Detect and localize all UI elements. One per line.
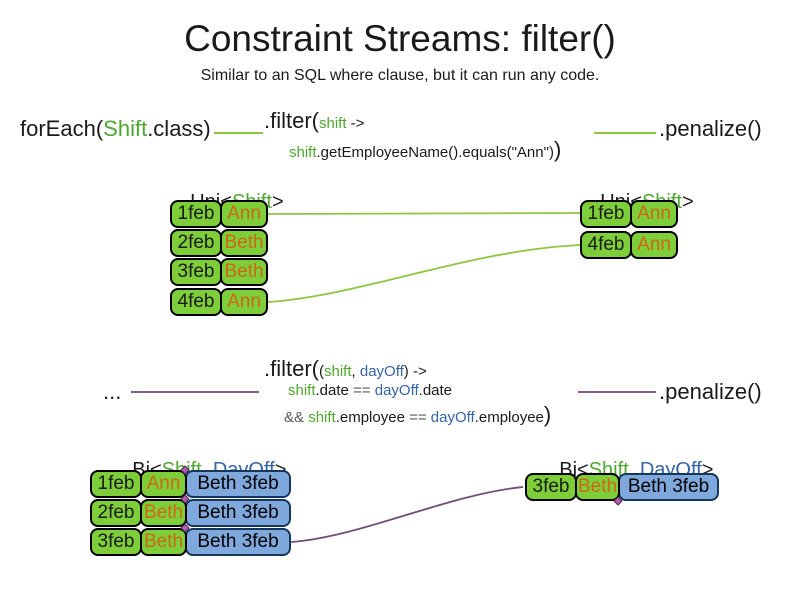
- shift-employee-cell: Ann: [630, 231, 678, 259]
- lambda-arrow: ->: [346, 115, 365, 132]
- shift-employee-cell: Ann: [220, 288, 268, 316]
- body-var-dayoff: dayOff: [374, 382, 419, 399]
- filter-close-paren: ): [553, 137, 562, 162]
- bi-label-post: >: [701, 459, 714, 481]
- dayoff-cell: Beth 3feb: [185, 499, 291, 527]
- lambda-param-shift: shift: [319, 115, 347, 132]
- shift-employee-cell: Beth: [220, 229, 268, 257]
- shift-date-cell: 3feb: [525, 473, 577, 501]
- foreach-post: .class): [147, 116, 211, 141]
- body-expression: .getEmployeeName().equals("Ann"): [316, 144, 554, 161]
- dayoff-cell: Beth 3feb: [185, 528, 291, 556]
- body-var-shift: shift: [288, 382, 316, 399]
- ellipsis-token: ...: [103, 379, 122, 404]
- foreach-pre: forEach(: [20, 116, 104, 141]
- wire-1feb-match: [267, 212, 581, 215]
- equals-operator: ==: [409, 409, 431, 426]
- uni-label-post: >: [681, 191, 694, 213]
- shift-date-cell: 2feb: [170, 229, 222, 257]
- body-member: .date: [418, 382, 453, 399]
- shift-class-token: Shift: [103, 116, 148, 141]
- uni-filter-body: shift.getEmployeeName().equals("Ann")): [289, 137, 561, 163]
- uni-foreach-call: forEach(Shift.class): [20, 116, 211, 142]
- body-member: .employee: [335, 409, 410, 426]
- uni-left-row-1: 1feb Ann: [170, 200, 268, 228]
- shift-employee-cell: Ann: [140, 470, 187, 498]
- param-separator: ,: [351, 363, 360, 380]
- penalize-label: .penalize(): [659, 379, 762, 404]
- shift-employee-cell: Ann: [220, 200, 268, 228]
- params-close-paren: ): [403, 363, 409, 380]
- equals-operator: ==: [353, 382, 375, 399]
- shift-date-cell: 4feb: [170, 288, 222, 316]
- bi-left-row-1: 1feb Ann Beth 3feb: [90, 470, 291, 498]
- bi-right-row-1: 3feb Beth Beth 3feb: [525, 473, 719, 501]
- shift-date-cell: 1feb: [90, 470, 142, 498]
- bi-left-row-2: 2feb Beth Beth 3feb: [90, 499, 291, 527]
- uni-penalize-call: .penalize(): [659, 116, 762, 142]
- shift-employee-cell: Beth: [220, 258, 268, 286]
- shift-employee-cell: Ann: [630, 200, 678, 228]
- uni-label-post: >: [271, 191, 284, 213]
- bi-filter-body-line1: shift.date == dayOff.date: [288, 382, 452, 399]
- uni-left-row-4: 4feb Ann: [170, 288, 268, 316]
- lambda-arrow: ->: [408, 363, 427, 380]
- uni-right-row-1: 1feb Ann: [580, 200, 678, 228]
- page-subtitle: Similar to an SQL where clause, but it c…: [200, 67, 600, 84]
- body-var-dayoff: dayOff: [430, 409, 475, 426]
- filter-close-paren: ): [543, 402, 552, 427]
- bi-penalize-call: .penalize(): [659, 379, 762, 405]
- dayoff-cell: Beth 3feb: [618, 473, 719, 501]
- body-var-shift: shift: [289, 144, 317, 161]
- lambda-param-shift: shift: [324, 363, 352, 380]
- body-member: .employee: [474, 409, 544, 426]
- shift-employee-cell: Beth: [140, 499, 187, 527]
- wire-3feb-pair-match: [290, 486, 524, 543]
- uni-left-row-2: 2feb Beth: [170, 229, 268, 257]
- wire-4feb-match: [267, 244, 581, 303]
- shift-employee-cell: Beth: [575, 473, 620, 501]
- bi-label-sep: ,: [628, 459, 640, 481]
- lambda-param-dayoff: dayOff: [359, 363, 404, 380]
- page-title: Constraint Streams: filter(): [184, 18, 616, 59]
- shift-date-cell: 3feb: [90, 528, 142, 556]
- shift-date-cell: 1feb: [170, 200, 222, 228]
- shift-date-cell: 3feb: [170, 258, 222, 286]
- bi-filter-body-line2: && shift.employee == dayOff.employee): [284, 402, 551, 428]
- shift-employee-cell: Beth: [140, 528, 187, 556]
- uni-filter-head: .filter(shift ->: [264, 108, 364, 134]
- uni-left-row-3: 3feb Beth: [170, 258, 268, 286]
- filter-call-label: .filter(: [264, 108, 319, 133]
- filter-call-label: .filter(: [264, 356, 319, 381]
- body-var-shift: shift: [308, 409, 336, 426]
- uni-right-row-2: 4feb Ann: [580, 231, 678, 259]
- dayoff-cell: Beth 3feb: [185, 470, 291, 498]
- shift-date-cell: 4feb: [580, 231, 632, 259]
- bi-filter-head: .filter((shift, dayOff) ->: [264, 356, 427, 382]
- shift-date-cell: 1feb: [580, 200, 632, 228]
- shift-date-cell: 2feb: [90, 499, 142, 527]
- bi-source-ellipsis: ...: [103, 379, 121, 405]
- bi-left-row-3: 3feb Beth Beth 3feb: [90, 528, 291, 556]
- penalize-label: .penalize(): [659, 116, 762, 141]
- params-open-paren: (: [319, 363, 324, 380]
- body-member: .date: [315, 382, 354, 399]
- and-operator: &&: [284, 409, 309, 426]
